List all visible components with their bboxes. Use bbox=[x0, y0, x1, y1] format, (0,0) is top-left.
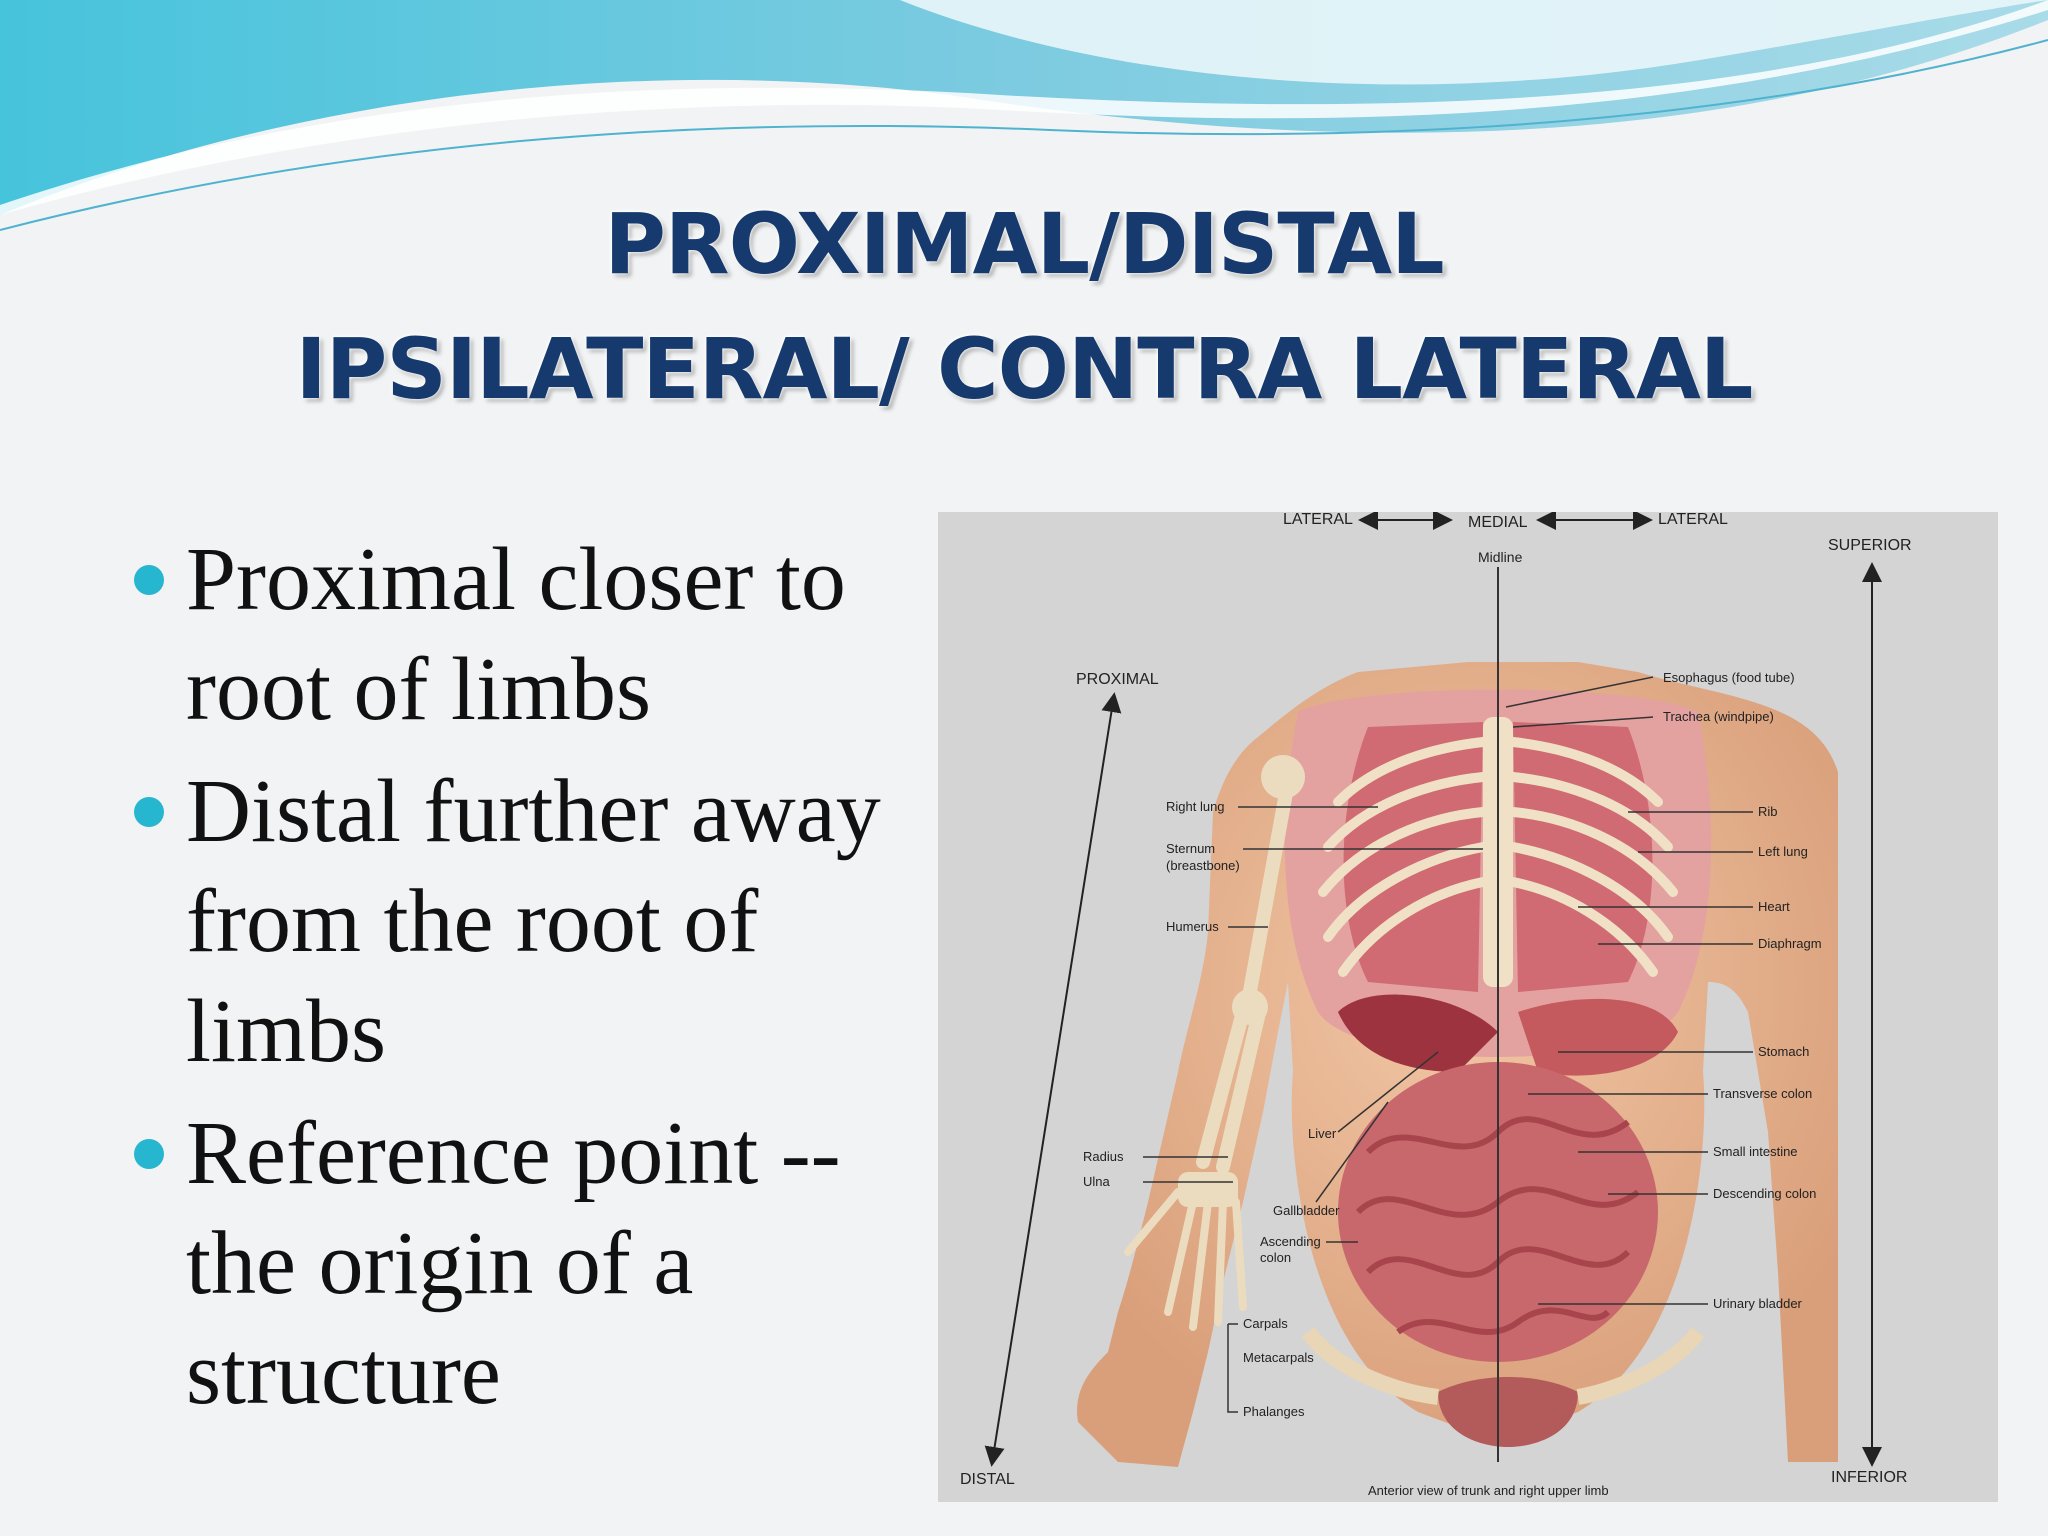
label-lateral-right: LATERAL bbox=[1658, 512, 1728, 528]
label-carpals: Carpals bbox=[1243, 1316, 1288, 1331]
label-urinary-bladder: Urinary bladder bbox=[1713, 1296, 1803, 1311]
label-left-lung: Left lung bbox=[1758, 844, 1808, 859]
label-medial: MEDIAL bbox=[1468, 514, 1528, 531]
label-ascending: Ascending bbox=[1260, 1234, 1321, 1249]
label-metacarpals: Metacarpals bbox=[1243, 1350, 1314, 1365]
bullet-item: Reference point -- the origin of a struc… bbox=[130, 1099, 930, 1429]
figure-caption: Anterior view of trunk and right upper l… bbox=[1368, 1483, 1609, 1498]
label-gallbladder: Gallbladder bbox=[1273, 1203, 1340, 1218]
label-sternum: Sternum bbox=[1166, 841, 1215, 856]
bullet-item: Distal further away from the root of lim… bbox=[130, 757, 930, 1087]
label-superior: SUPERIOR bbox=[1828, 537, 1912, 554]
label-stomach: Stomach bbox=[1758, 1044, 1809, 1059]
label-heart: Heart bbox=[1758, 899, 1790, 914]
bullet-text: Proximal closer to root of limbs bbox=[186, 530, 846, 739]
bullet-dot-icon bbox=[134, 1139, 164, 1169]
bullet-item: Proximal closer to root of limbs bbox=[130, 525, 930, 745]
label-lateral-left: LATERAL bbox=[1283, 512, 1353, 528]
label-humerus: Humerus bbox=[1166, 919, 1219, 934]
label-midline: Midline bbox=[1478, 549, 1523, 565]
bullet-dot-icon bbox=[134, 797, 164, 827]
label-trachea: Trachea (windpipe) bbox=[1663, 709, 1774, 724]
label-radius: Radius bbox=[1083, 1149, 1124, 1164]
label-rib: Rib bbox=[1758, 804, 1778, 819]
label-breastbone: (breastbone) bbox=[1166, 858, 1240, 873]
label-transverse-colon: Transverse colon bbox=[1713, 1086, 1812, 1101]
header-wave-decoration bbox=[0, 0, 2048, 231]
bullet-dot-icon bbox=[134, 565, 164, 595]
label-descending-colon: Descending colon bbox=[1713, 1186, 1816, 1201]
label-ulna: Ulna bbox=[1083, 1174, 1111, 1189]
slide-title-line2: IPSILATERAL/ CONTRA LATERAL bbox=[295, 320, 1754, 418]
bullet-text: Reference point -- the origin of a struc… bbox=[186, 1104, 841, 1423]
label-small-intestine: Small intestine bbox=[1713, 1144, 1798, 1159]
label-liver: Liver bbox=[1308, 1126, 1337, 1141]
anatomy-figure: LATERAL MEDIAL LATERAL Midline SUPERIOR … bbox=[938, 512, 1998, 1502]
label-diaphragm: Diaphragm bbox=[1758, 936, 1822, 951]
label-esophagus: Esophagus (food tube) bbox=[1663, 670, 1795, 685]
label-proximal: PROXIMAL bbox=[1076, 671, 1159, 688]
label-right-lung: Right lung bbox=[1166, 799, 1225, 814]
bullet-text: Distal further away from the root of lim… bbox=[186, 762, 881, 1081]
label-colon: colon bbox=[1260, 1250, 1291, 1265]
label-inferior: INFERIOR bbox=[1831, 1469, 1907, 1486]
slide-title-line1: PROXIMAL/DISTAL bbox=[604, 195, 1444, 293]
label-distal: DISTAL bbox=[960, 1471, 1015, 1488]
label-phalanges: Phalanges bbox=[1243, 1404, 1305, 1419]
bullet-list: Proximal closer to root of limbs Distal … bbox=[130, 525, 930, 1441]
